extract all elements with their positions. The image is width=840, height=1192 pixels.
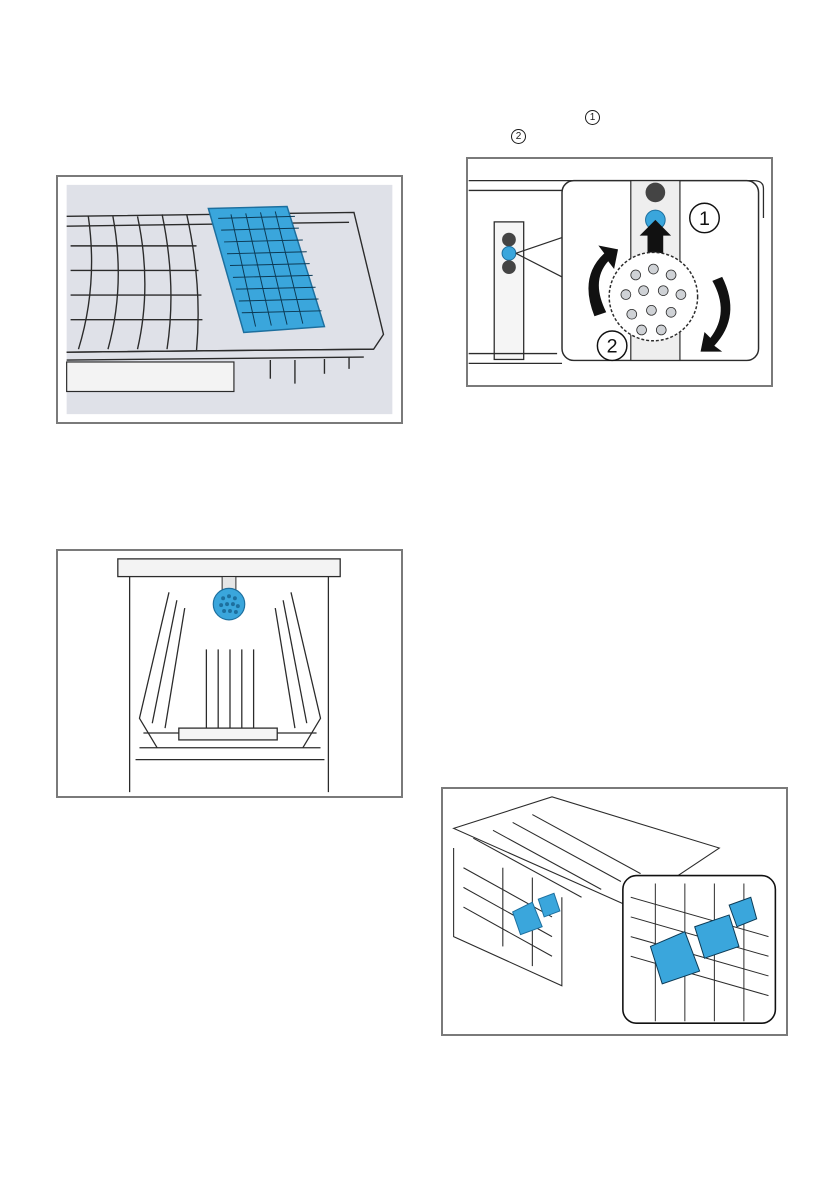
callout-2-label: 2 [607, 336, 618, 358]
filter-dial [609, 252, 697, 340]
callout-1-label: 1 [699, 208, 710, 230]
filter-selector-illustration: 1 2 [468, 159, 771, 385]
figure-filter-selector: 1 2 [466, 157, 773, 387]
lower-rack-illustration [443, 789, 786, 1034]
spray-disc-highlight [213, 577, 244, 620]
figure-lower-rack-detail [441, 787, 788, 1036]
cutlery-tray-illustration [58, 177, 401, 422]
figure-cutlery-tray [56, 175, 403, 424]
rack-front-illustration [58, 551, 401, 796]
step-marker-2: 2 [511, 129, 526, 144]
step-marker-1: 1 [585, 110, 600, 125]
figure-rack-front [56, 549, 403, 798]
magnified-detail-inset [623, 876, 776, 1024]
